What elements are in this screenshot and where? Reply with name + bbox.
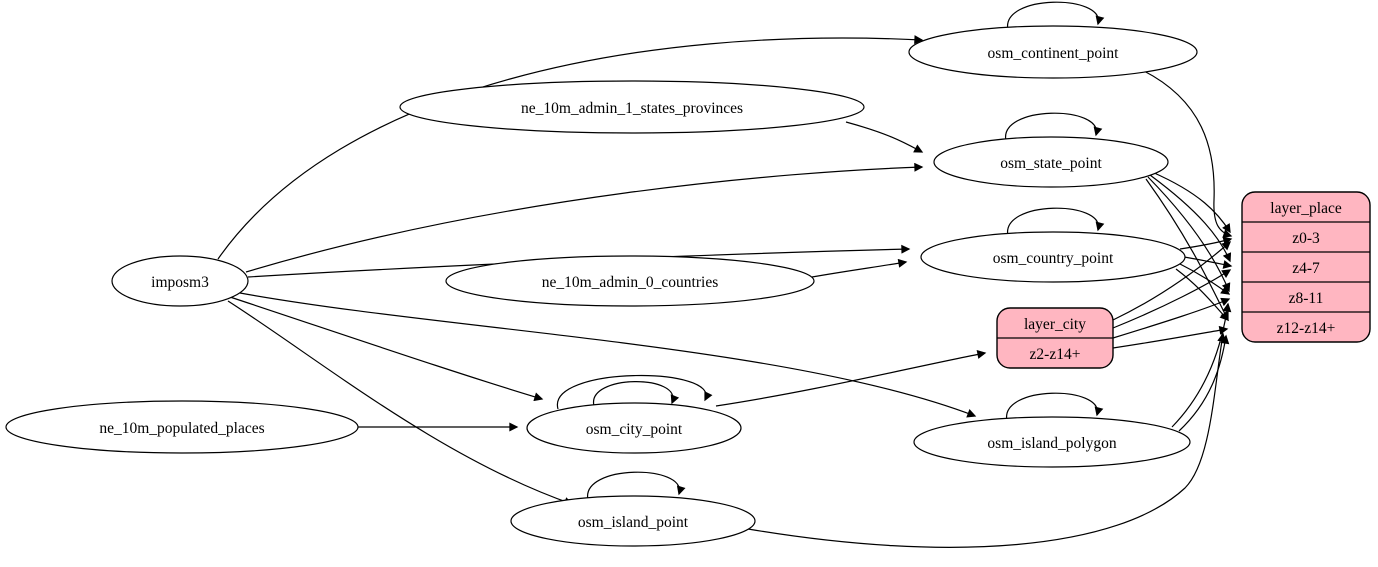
node-ne_10m_admin_0_countries: ne_10m_admin_0_countries [445,255,815,307]
node-osm_continent_point: osm_continent_point [908,25,1198,79]
edge-layer_city-z4-7 [1112,269,1232,329]
record-layer_city: layer_city z2-z14+ [996,307,1114,369]
node-ne0-shape [445,255,815,307]
node-osm_state_point-shape [933,136,1169,188]
edge-imposm3-osm_island_polygon [239,292,977,418]
node-imposm3-shape [111,255,249,307]
node-imposm3: imposm3 [111,255,249,307]
edge-osm_country_point-z4-7 [1183,256,1233,269]
node-osm_state_point-label: osm_state_point [1000,155,1102,172]
loop-osm_country_point [1007,207,1105,237]
edge-osm_state_point-z0-3 [1151,171,1231,234]
edge-osm_city_point-layer_city [715,350,987,407]
record-layer_place-row-z4-7: z4-7 [1292,260,1320,277]
record-layer_place-row-z0-3: z0-3 [1292,230,1320,247]
node-nepop-label: ne_10m_populated_places [99,420,264,437]
node-osm_country_point-label: osm_country_point [993,250,1114,267]
record-layer_place-box [1241,191,1371,343]
edge-imposm3-osm_state_point [245,162,924,273]
node-osm_island_polygon: osm_island_polygon [913,416,1191,468]
node-osm_island_polygon-shape [913,416,1191,468]
edges [217,1,1233,548]
edge-osm_country_point-z0-3 [1179,236,1233,250]
node-osm_state_point: osm_state_point [933,136,1169,188]
node-ne0-label: ne_10m_admin_0_countries [542,274,719,291]
record-layer_place-title: layer_place [1270,200,1342,217]
edge-imposm3-osm_continent_point [217,35,924,260]
node-osm_island_point-label: osm_island_point [578,514,689,531]
edge-osm_state_point-z12-z14 [1145,178,1229,322]
node-ne1-label: ne_10m_admin_1_states_provinces [521,100,743,117]
record-layer_city-row-z2-z14: z2-z14+ [1030,346,1081,363]
loop-osm_island_polygon [1006,392,1104,422]
edge-osm_continent_point-z0-3 [1141,69,1233,238]
record-layer_place: layer_place z0-3 z4-7 z8-11 z12-z14+ [1241,191,1371,343]
node-osm_country_point: osm_country_point [920,231,1186,283]
node-osm_continent_point-label: osm_continent_point [988,45,1120,62]
node-ne_10m_populated_places: ne_10m_populated_places [5,400,359,454]
edge-osm_island_polygon-z8-11 [1171,302,1232,428]
node-osm_city_point-label: osm_city_point [586,421,683,438]
edge-imposm3-osm_city_point [229,296,544,402]
edge-osm_country_point-z8-11 [1179,263,1231,295]
edge-imposm3-osm_island_point [227,300,574,506]
node-ne1-shape [399,80,865,134]
record-layer_place-row-z8-11: z8-11 [1289,290,1324,307]
edge-osm_state_point-z8-11 [1147,176,1231,293]
edge-osm_island_polygon-z12-z14 [1178,334,1230,432]
node-ne_10m_admin_1_states_provinces: ne_10m_admin_1_states_provinces [399,80,865,134]
edge-osm_country_point-z12-z14 [1175,268,1229,321]
edge-layer_city-z8-11 [1112,297,1231,339]
record-layer_place-row-z12-z14: z12-z14+ [1277,320,1336,337]
node-osm_island_point-shape [510,495,756,547]
node-imposm3-label: imposm3 [151,274,209,291]
node-osm_city_point-shape [526,402,742,454]
edge-layer_city-z0-3 [1112,241,1232,321]
node-osm_city_point: osm_city_point [526,402,742,454]
node-osm_island_polygon-label: osm_island_polygon [987,435,1116,452]
edge-ne0-osm_country_point [811,258,908,278]
node-nepop-shape [5,400,359,454]
loop-osm_city_point-outer [557,374,713,410]
edge-layer_city-z12-z14 [1112,325,1229,349]
edge-osm_island_point-z12-z14 [747,332,1227,548]
loop-osm_island_point [587,471,686,501]
node-osm_continent_point-shape [908,25,1198,79]
loop-osm_continent_point [1007,1,1105,31]
record-layer_city-title: layer_city [1024,316,1086,333]
loop-osm_city_point-inner [593,381,680,407]
node-osm_island_point: osm_island_point [510,495,756,547]
edge-osm_state_point-z4-7 [1149,174,1232,263]
node-osm_country_point-shape [920,231,1186,283]
loop-osm_state_point [1005,112,1103,142]
edge-ne1-osm_state_point [845,121,924,153]
